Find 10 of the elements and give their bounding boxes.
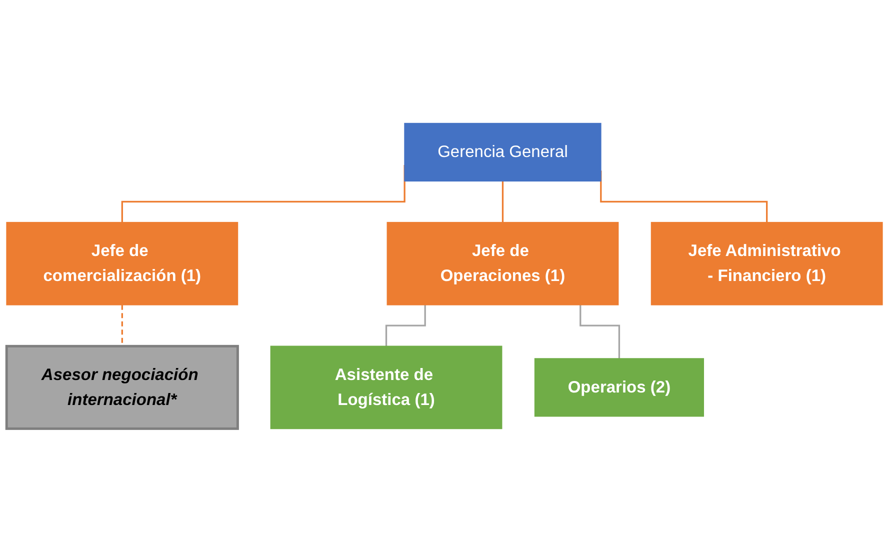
connector bbox=[385, 304, 426, 347]
node-box: Asistente de Logística (1) bbox=[270, 346, 502, 430]
connector bbox=[580, 304, 620, 360]
node-box: Jefe Administrativo - Financiero (1) bbox=[650, 222, 883, 306]
node-box: Asesor negociación internacional* bbox=[5, 344, 239, 430]
node-box: Operarios (2) bbox=[534, 358, 704, 417]
connector bbox=[502, 181, 504, 224]
node-box: Jefe de comercialización (1) bbox=[6, 222, 238, 306]
node-box: Jefe de Operaciones (1) bbox=[386, 222, 619, 306]
node-box: Gerencia General bbox=[404, 122, 602, 182]
